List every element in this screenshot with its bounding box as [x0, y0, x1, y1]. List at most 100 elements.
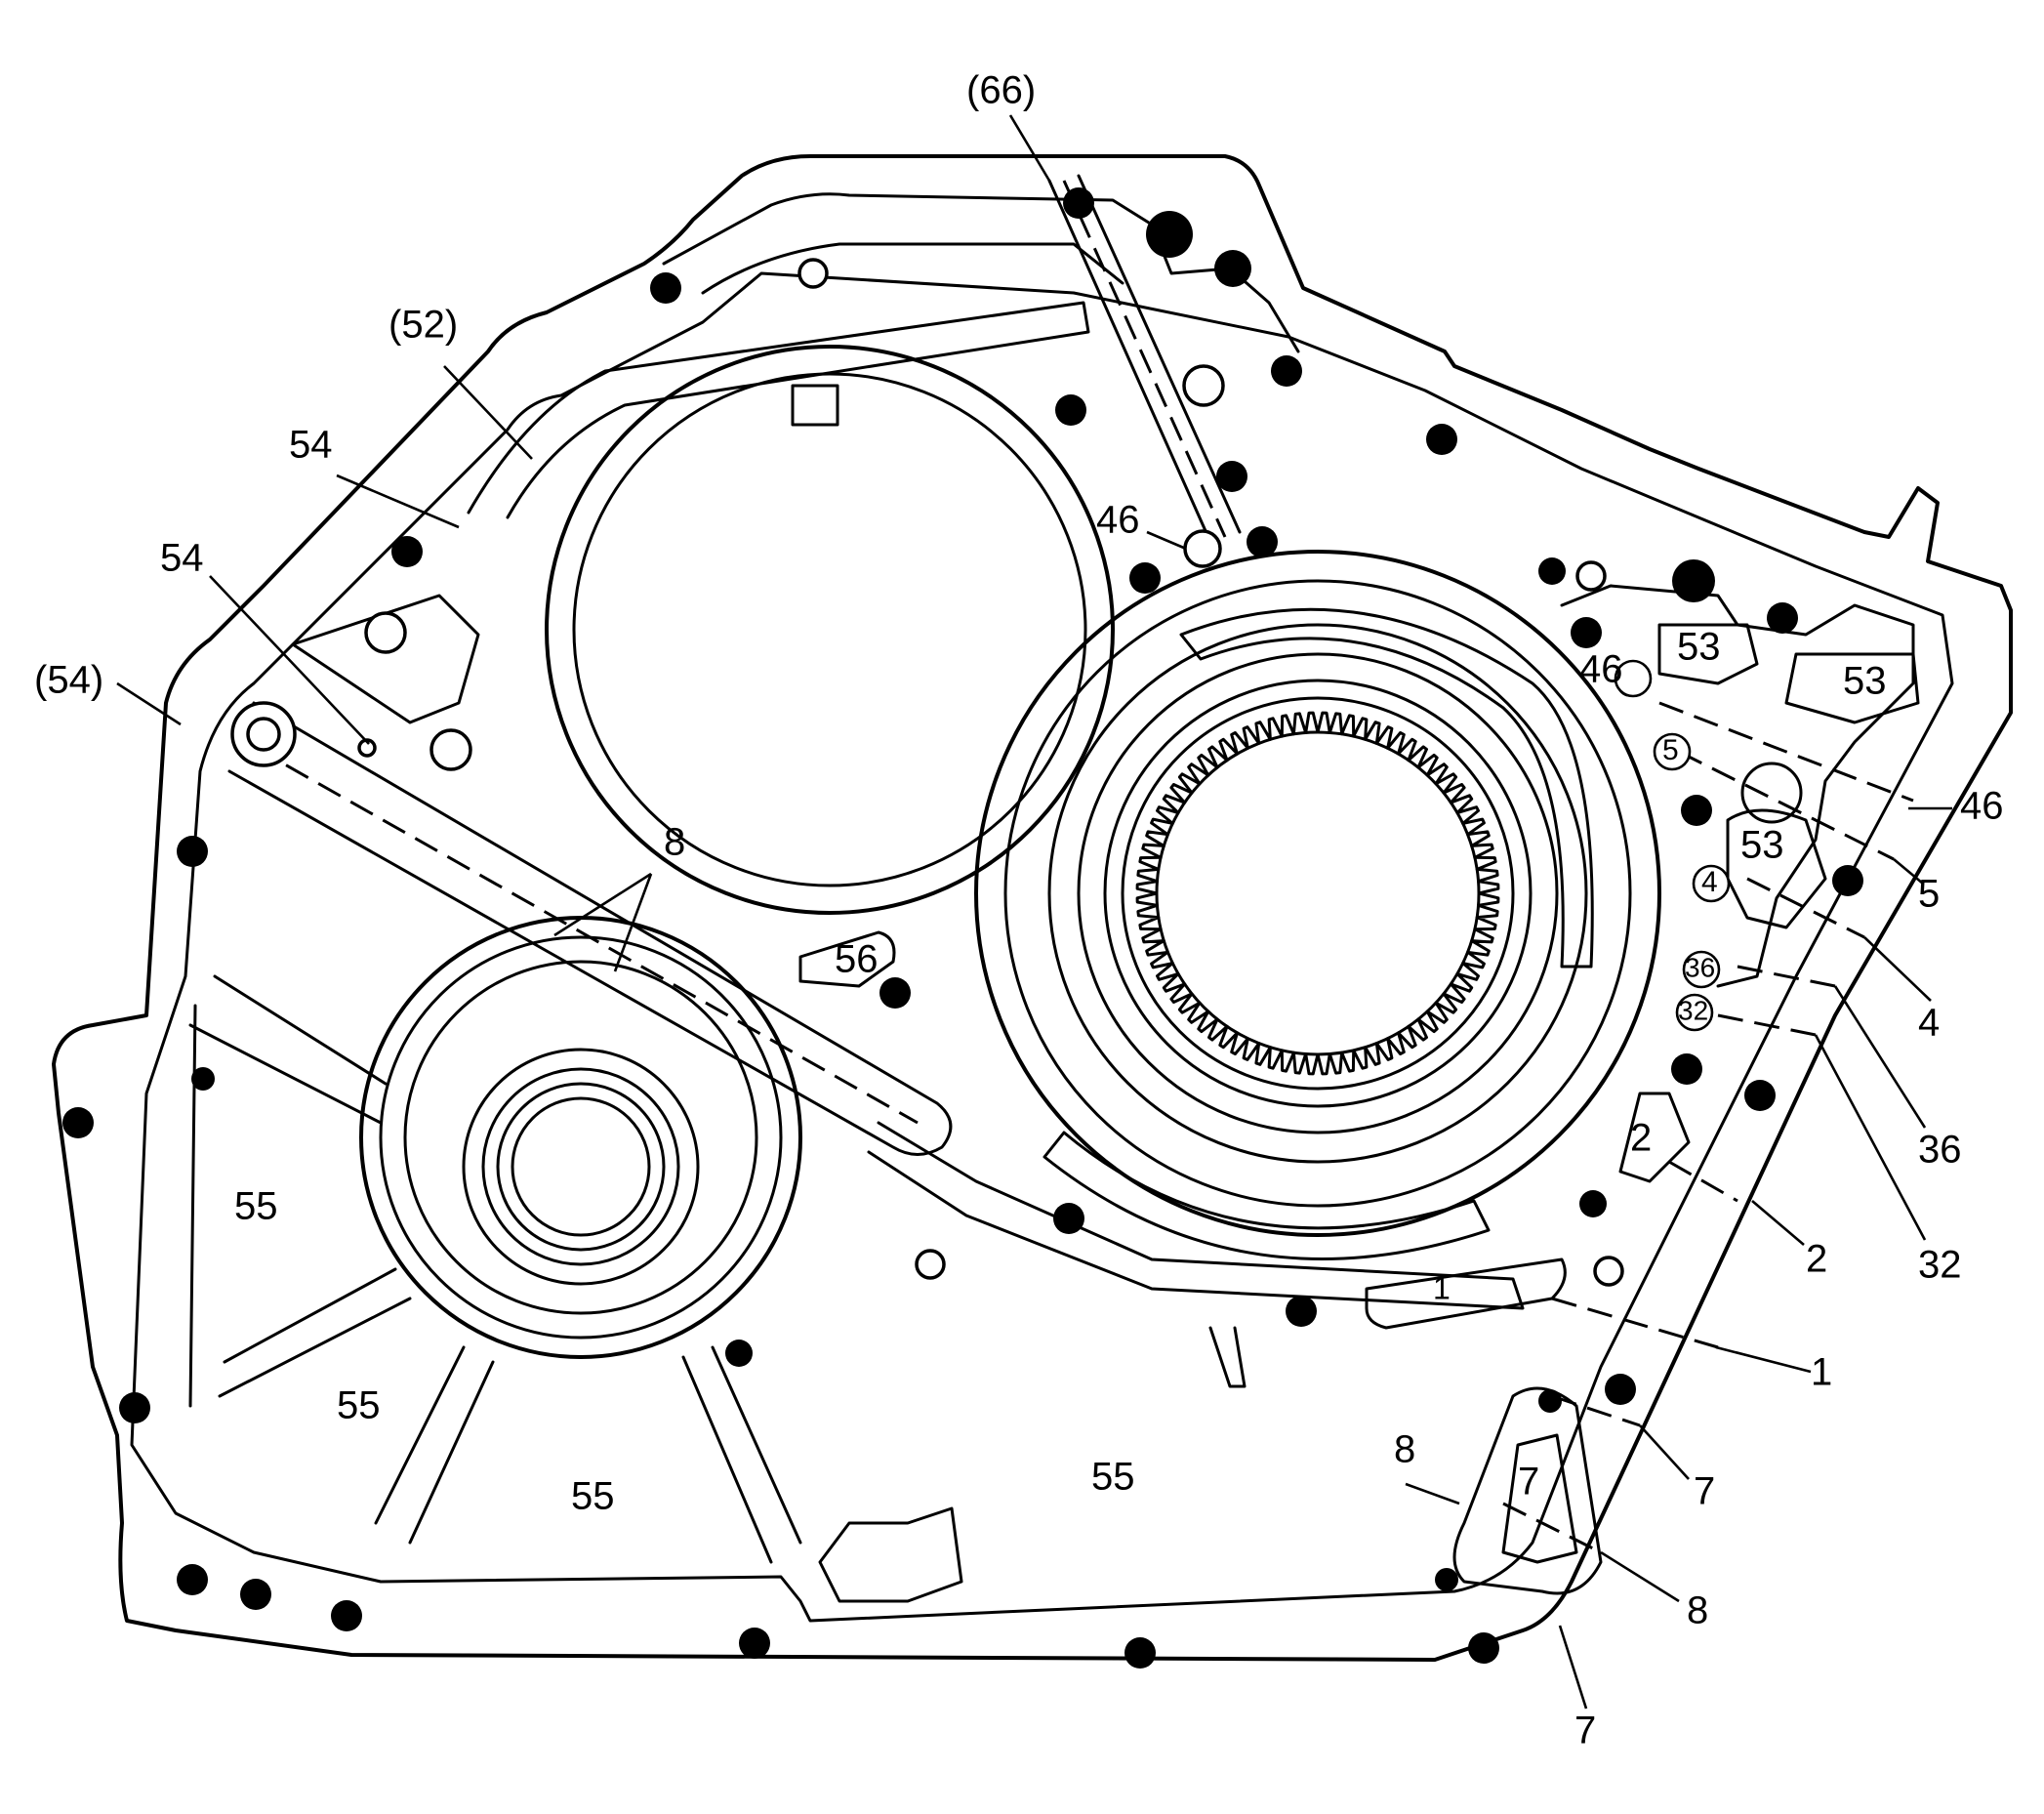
lever-arm: [227, 701, 953, 1156]
bolt: [1124, 1637, 1156, 1669]
label-r1: 1: [1811, 1351, 1832, 1394]
lower-bore-ring-4: [481, 1067, 680, 1266]
label-46b: 46: [1579, 648, 1623, 691]
bolt: [331, 1600, 362, 1631]
bolt: [1053, 1203, 1084, 1234]
bolt: [1671, 1053, 1702, 1085]
passage-7: [1452, 1386, 1603, 1595]
lower-strap: [867, 1121, 1525, 1310]
label-54b: 54: [160, 537, 204, 580]
rib-5: [374, 1345, 466, 1525]
gear-tooth-profile: [1135, 711, 1500, 1076]
tube-66: [1047, 179, 1212, 544]
label-r8: 8: [1687, 1589, 1708, 1632]
bolt-holes: [62, 187, 1863, 1669]
open-holes: [797, 258, 1644, 1287]
right-bore-ring-1: [1003, 579, 1632, 1208]
rib-3: [218, 1297, 412, 1398]
passage-2: [1618, 1092, 1691, 1183]
dash-8: [1502, 1502, 1602, 1554]
rib-1: [188, 1023, 383, 1125]
dash-4: [1746, 877, 1865, 939]
lower-bore-ring-5: [496, 1082, 666, 1252]
leader-r7b: [1558, 1625, 1588, 1710]
upper-bore: [545, 345, 1115, 915]
leader-r4: [1863, 936, 1932, 1002]
bolt: [62, 1107, 94, 1138]
bolt: [650, 272, 681, 304]
lower-bore-ring-2: [403, 960, 758, 1315]
leader-r2: [1751, 1200, 1805, 1246]
hole: [1575, 560, 1607, 592]
leader-54b: [209, 575, 370, 745]
upper-bore-inner: [572, 372, 1087, 887]
label-8a: 8: [664, 821, 685, 864]
label-r5: 5: [1918, 873, 1940, 916]
bolt: [1216, 461, 1247, 492]
arc-passage-lower: [1042, 1131, 1491, 1260]
bolt: [1538, 557, 1566, 585]
leader-r5: [1893, 858, 1924, 885]
bolt: [1579, 1190, 1607, 1217]
label-46a: 46: [1096, 499, 1140, 542]
leader-8a-1: [553, 872, 652, 937]
hole: [1182, 364, 1225, 407]
label-52: (52): [388, 304, 458, 347]
bolt: [1767, 602, 1798, 634]
label-53b: 53: [1843, 660, 1887, 703]
dash-32: [1717, 1013, 1817, 1037]
bolt: [1468, 1632, 1499, 1664]
top-bracket: [662, 192, 1300, 353]
leader-54c: [116, 681, 182, 726]
bolt: [725, 1340, 753, 1367]
case-outer-outline: [52, 154, 2013, 1662]
label-r2: 2: [1806, 1238, 1827, 1281]
valve-53-right: [1784, 652, 1920, 724]
passage-1: [1365, 1257, 1567, 1330]
label-7a: 7: [1518, 1461, 1539, 1504]
hole: [797, 258, 829, 289]
bolt: [240, 1579, 271, 1610]
leader-52: [443, 365, 533, 460]
right-bore-ring-2: [1047, 623, 1588, 1164]
bolt: [1214, 250, 1251, 287]
pivot-inner: [246, 717, 281, 752]
bolt: [1286, 1296, 1317, 1327]
rib-8: [711, 1345, 802, 1545]
dash-2: [1668, 1160, 1738, 1203]
bolt: [1605, 1374, 1636, 1405]
bolt: [1744, 1080, 1776, 1111]
gear-teeth: [1135, 711, 1500, 1076]
label-r36: 36: [1918, 1129, 1962, 1172]
bore-notch: [791, 384, 839, 427]
dash-1: [1551, 1297, 1719, 1349]
bolt: [1538, 1389, 1562, 1413]
bolt: [191, 1067, 215, 1091]
rib-9: [188, 1004, 197, 1408]
tube-66b: [1077, 174, 1242, 534]
label-5a: 5: [1662, 734, 1679, 766]
nut-upper[interactable]: [364, 611, 407, 654]
bolt: [1129, 562, 1161, 594]
pin-lower: [1208, 1326, 1247, 1388]
leader-lines: [116, 114, 1952, 1710]
nut-lower[interactable]: [429, 728, 472, 771]
valve-round: [1740, 762, 1803, 824]
label-56: 56: [835, 938, 879, 981]
label-55d: 55: [1091, 1456, 1135, 1499]
label-r4: 4: [1918, 1002, 1940, 1045]
label-r46: 46: [1960, 785, 2004, 828]
label-r7b: 7: [1574, 1710, 1596, 1752]
leader-r1: [1715, 1345, 1812, 1374]
case-inner-rim: [130, 271, 1954, 1623]
bolt: [1832, 865, 1863, 896]
label-4a: 4: [1701, 866, 1718, 898]
leader-8a-2: [613, 873, 653, 972]
label-53a: 53: [1677, 626, 1721, 669]
leader-66: [1008, 114, 1051, 182]
leader-r7a: [1639, 1424, 1690, 1480]
right-bore-outer: [974, 550, 1661, 1237]
right-bore-ring-4: [1103, 679, 1533, 1108]
hole: [1593, 1256, 1624, 1287]
